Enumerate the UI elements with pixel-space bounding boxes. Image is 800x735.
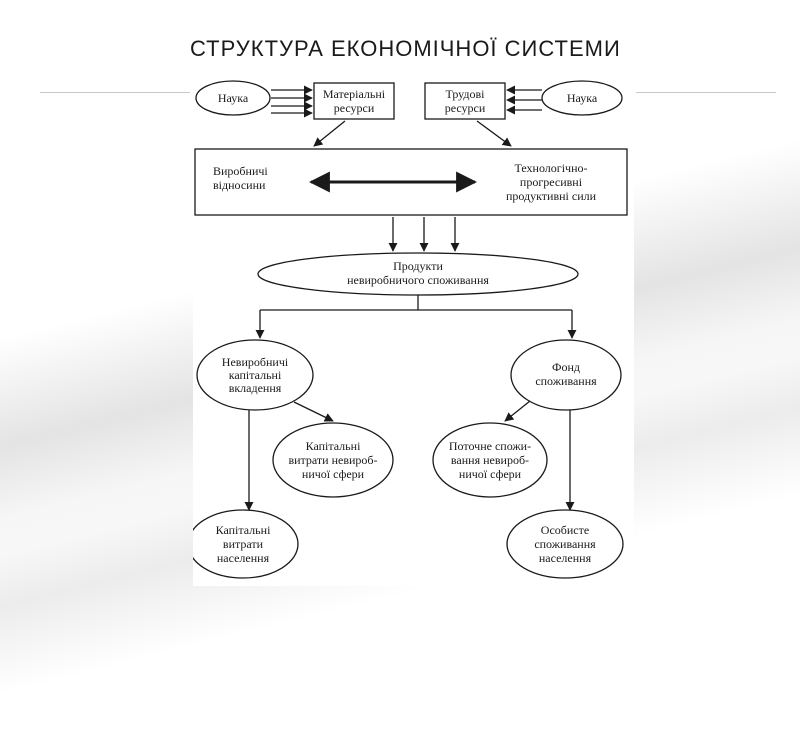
production-block bbox=[194, 148, 628, 216]
capital-costs-population-node bbox=[193, 509, 299, 579]
capital-costs-population-line-1: Капітальні bbox=[216, 523, 271, 537]
capital-costs-population-line-2: витрати bbox=[223, 537, 264, 551]
nonprod-investments-line-3: вкладення bbox=[229, 381, 282, 395]
consumption-fund-line-1: Фонд bbox=[552, 360, 580, 374]
production-relations-line-2: відносини bbox=[213, 178, 266, 192]
personal-consumption-line-3: населення bbox=[539, 551, 592, 565]
material-resources-line-1: Матеріальні bbox=[323, 87, 386, 101]
productive-forces-line-3: продуктивні сили bbox=[506, 189, 597, 203]
capital-costs-nonprod-line-2: витрати невироб- bbox=[288, 453, 377, 467]
current-consumption-line-3: ничої сфери bbox=[459, 467, 522, 481]
material-resources-node bbox=[313, 82, 395, 120]
productive-forces-line-1: Технологічно- bbox=[514, 161, 587, 175]
personal-consumption-node bbox=[506, 509, 624, 579]
arrow bbox=[293, 401, 334, 422]
consumption-fund-node bbox=[510, 339, 622, 411]
nauka-right-node bbox=[541, 80, 623, 116]
slide-title: СТРУКТУРА ЕКОНОМІЧНОЇ СИСТЕМИ bbox=[190, 36, 621, 61]
nonprod-investments-line-2: капітальні bbox=[229, 368, 282, 382]
material-resources-line-2: ресурси bbox=[334, 101, 375, 115]
nauka-left-label: Наука bbox=[218, 91, 249, 105]
products-line-1: Продукти bbox=[393, 259, 443, 273]
personal-consumption-line-1: Особисте bbox=[541, 523, 589, 537]
arrow bbox=[313, 120, 346, 147]
nonprod-investments-line-1: Невиробничі bbox=[222, 355, 289, 369]
nonprod-investments-node bbox=[196, 339, 314, 411]
capital-costs-population-line-3: населення bbox=[217, 551, 270, 565]
decorative-line bbox=[40, 92, 190, 93]
arrow bbox=[504, 400, 531, 422]
diagram-panel: Наука Матеріальні ресурси Трудові ресурс… bbox=[193, 78, 634, 586]
products-line-2: невиробничого споживання bbox=[347, 273, 489, 287]
labor-resources-node bbox=[424, 82, 506, 120]
diagram-canvas: Наука Матеріальні ресурси Трудові ресурс… bbox=[193, 80, 628, 579]
nauka-right-label: Наука bbox=[567, 91, 598, 105]
capital-costs-nonprod-line-1: Капітальні bbox=[306, 439, 361, 453]
capital-costs-nonprod-line-3: ничої сфери bbox=[302, 467, 365, 481]
productive-forces-line-2: прогресивні bbox=[520, 175, 583, 189]
decorative-line bbox=[636, 92, 776, 93]
labor-resources-line-2: ресурси bbox=[445, 101, 486, 115]
current-consumption-node bbox=[432, 422, 548, 498]
current-consumption-line-1: Поточне спожи- bbox=[449, 439, 531, 453]
current-consumption-line-2: вання невироб- bbox=[451, 453, 529, 467]
arrow bbox=[476, 120, 512, 147]
personal-consumption-line-2: споживання bbox=[534, 537, 596, 551]
capital-costs-nonprod-node bbox=[272, 422, 394, 498]
consumption-fund-line-2: споживання bbox=[535, 374, 597, 388]
labor-resources-line-1: Трудові bbox=[445, 87, 485, 101]
nauka-left-node bbox=[195, 80, 271, 116]
production-relations-line-1: Виробничі bbox=[213, 164, 268, 178]
